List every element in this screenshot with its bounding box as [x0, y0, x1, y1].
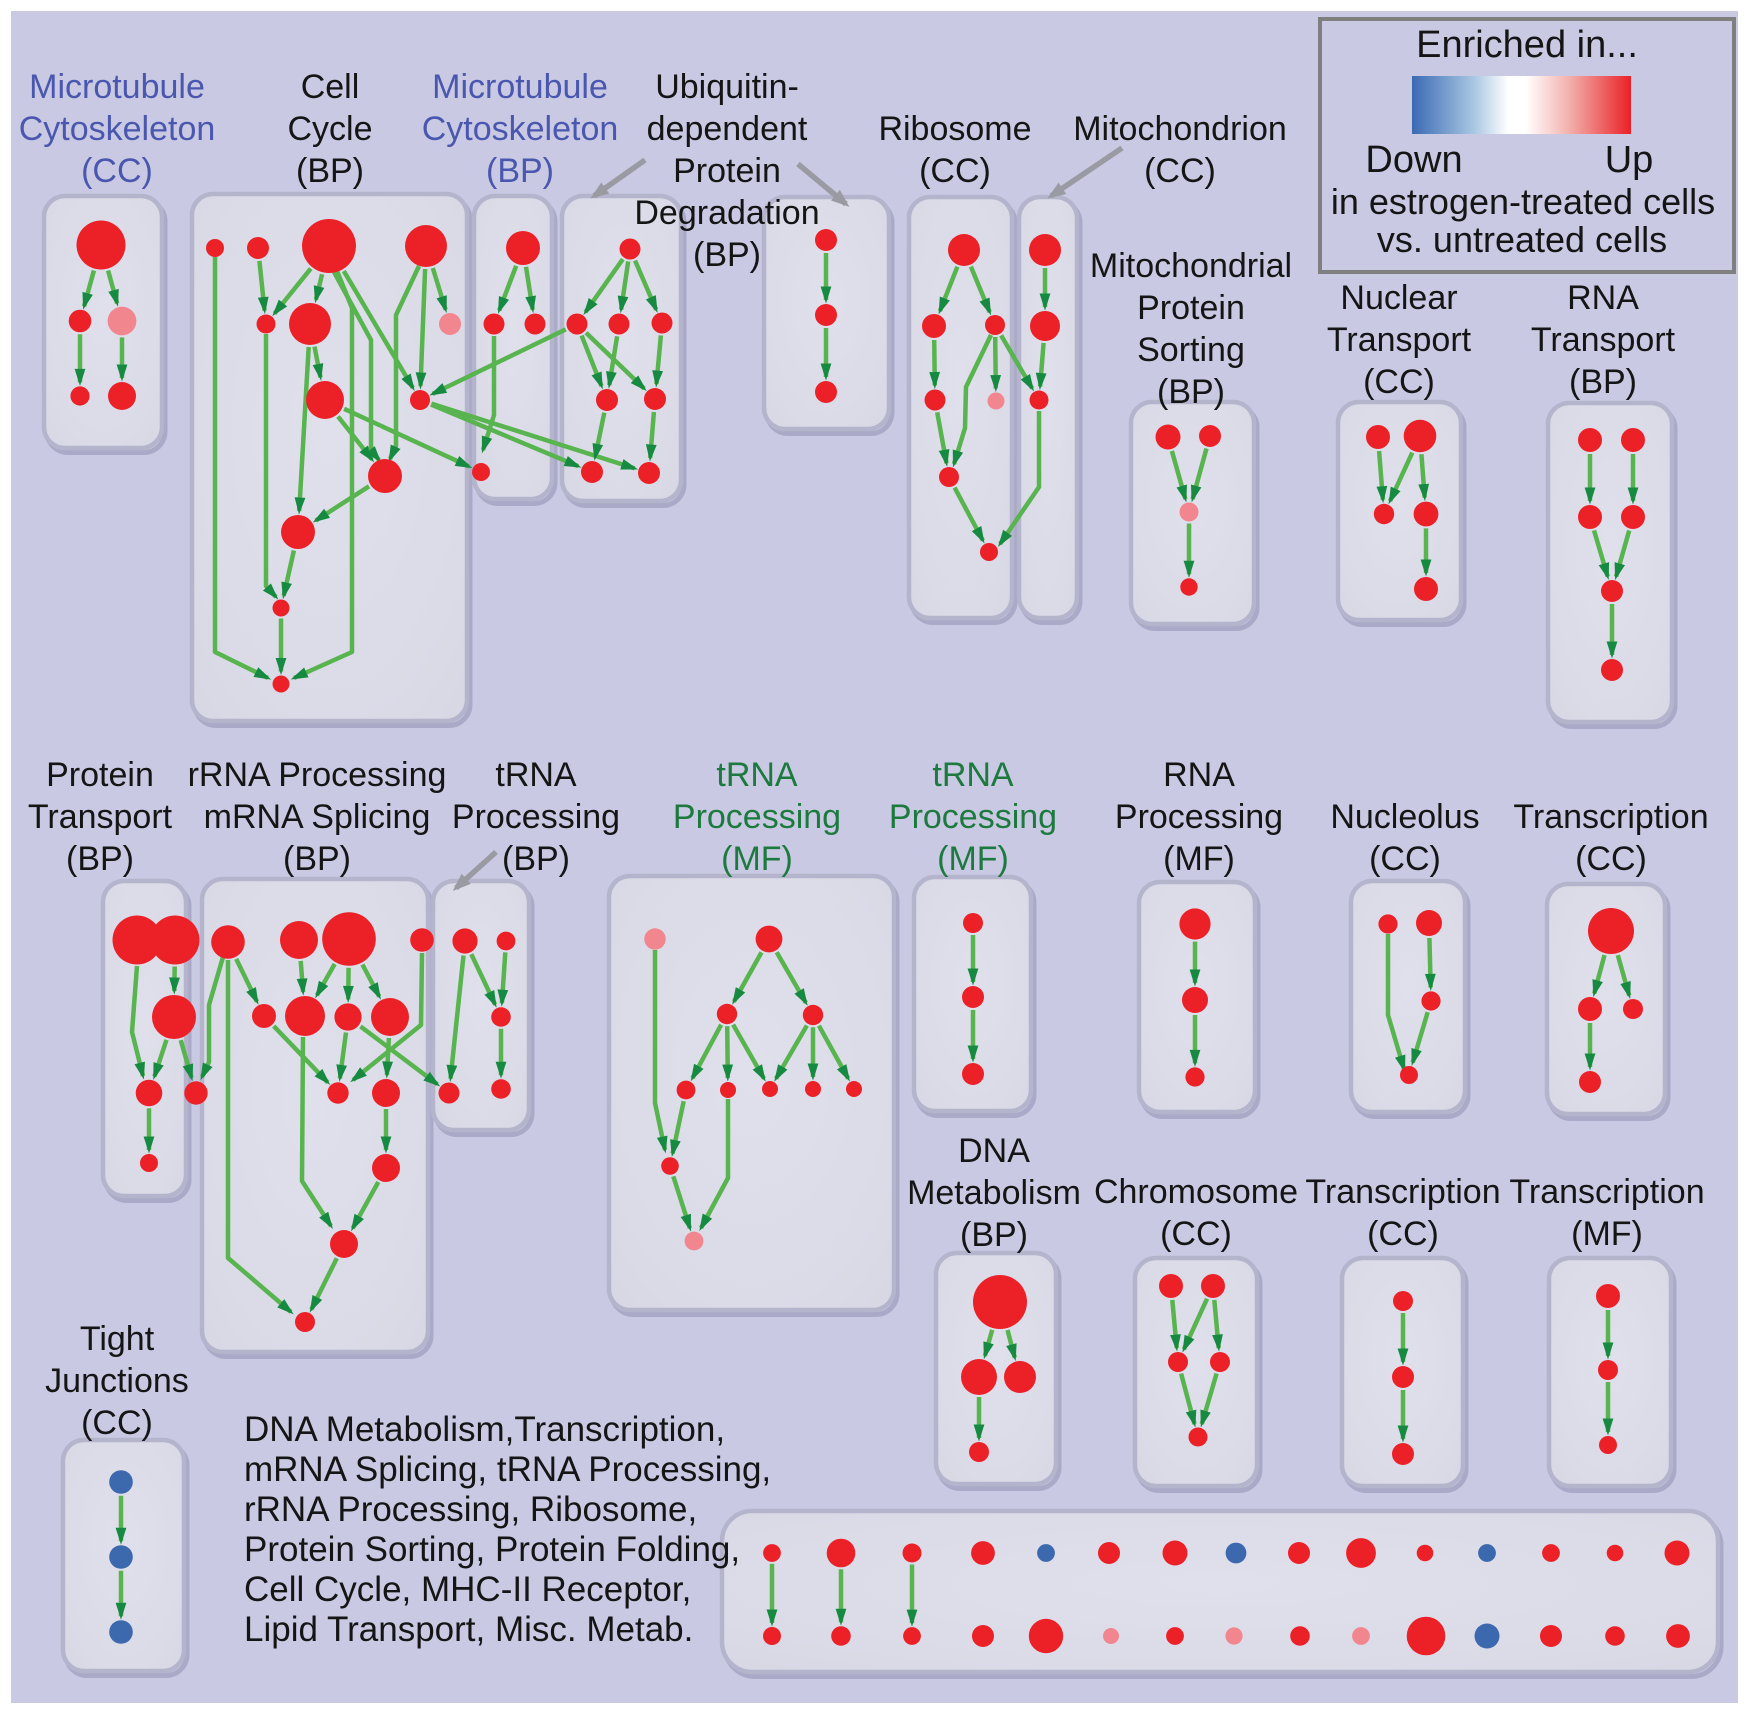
- svg-text:Nuclear: Nuclear: [1340, 279, 1457, 317]
- svg-text:vs. untreated cells: vs. untreated cells: [1377, 219, 1667, 260]
- svg-text:Protein: Protein: [673, 152, 781, 190]
- svg-text:Processing: Processing: [452, 798, 620, 836]
- svg-text:(BP): (BP): [693, 236, 761, 274]
- svg-text:(CC): (CC): [1144, 152, 1216, 190]
- svg-text:Up: Up: [1605, 139, 1654, 181]
- svg-text:(BP): (BP): [960, 1216, 1028, 1254]
- svg-text:Metabolism: Metabolism: [907, 1174, 1081, 1212]
- svg-text:(BP): (BP): [1157, 373, 1225, 411]
- svg-text:(CC): (CC): [1575, 840, 1647, 878]
- svg-text:Processing: Processing: [889, 798, 1057, 836]
- svg-text:Sorting: Sorting: [1137, 331, 1245, 369]
- svg-text:Cytoskeleton: Cytoskeleton: [19, 110, 216, 148]
- svg-text:Cycle: Cycle: [287, 110, 372, 148]
- svg-text:Enriched in...: Enriched in...: [1416, 24, 1638, 66]
- svg-text:(MF): (MF): [1571, 1215, 1643, 1253]
- svg-text:(BP): (BP): [296, 152, 364, 190]
- svg-text:Down: Down: [1365, 139, 1462, 181]
- svg-text:(MF): (MF): [721, 840, 793, 878]
- svg-text:Transcription: Transcription: [1305, 1173, 1500, 1211]
- svg-text:RNA: RNA: [1567, 279, 1639, 317]
- svg-text:Mitochondrion: Mitochondrion: [1073, 110, 1287, 148]
- svg-text:Protein Sorting, Protein Foldi: Protein Sorting, Protein Folding,: [244, 1530, 740, 1569]
- svg-text:Cell: Cell: [301, 68, 360, 106]
- svg-text:dependent: dependent: [647, 110, 808, 148]
- svg-text:rRNA Processing, Ribosome,: rRNA Processing, Ribosome,: [244, 1490, 697, 1529]
- svg-text:(BP): (BP): [66, 840, 134, 878]
- svg-text:(BP): (BP): [283, 840, 351, 878]
- svg-text:rRNA Processing: rRNA Processing: [188, 756, 447, 794]
- svg-text:Transport: Transport: [1327, 321, 1472, 359]
- svg-text:(BP): (BP): [1569, 363, 1637, 401]
- svg-text:(CC): (CC): [1160, 1215, 1232, 1253]
- svg-text:(BP): (BP): [502, 840, 570, 878]
- svg-text:(CC): (CC): [1367, 1215, 1439, 1253]
- svg-text:Protein: Protein: [1137, 289, 1245, 327]
- svg-text:(MF): (MF): [1163, 840, 1235, 878]
- svg-text:(CC): (CC): [919, 152, 991, 190]
- svg-text:Processing: Processing: [673, 798, 841, 836]
- svg-text:Transport: Transport: [28, 798, 173, 836]
- svg-text:tRNA: tRNA: [932, 756, 1014, 794]
- svg-text:(CC): (CC): [1369, 840, 1441, 878]
- svg-text:in estrogen-treated cells: in estrogen-treated cells: [1331, 181, 1715, 222]
- svg-text:Microtubule: Microtubule: [432, 68, 608, 106]
- svg-text:(CC): (CC): [1363, 363, 1435, 401]
- svg-text:tRNA: tRNA: [495, 756, 577, 794]
- svg-text:Microtubule: Microtubule: [29, 68, 205, 106]
- svg-text:Lipid Transport, Misc. Metab.: Lipid Transport, Misc. Metab.: [244, 1610, 693, 1649]
- svg-text:Junctions: Junctions: [45, 1362, 189, 1400]
- svg-text:Cytoskeleton: Cytoskeleton: [422, 110, 619, 148]
- svg-text:Ubiquitin-: Ubiquitin-: [655, 68, 799, 106]
- svg-text:(MF): (MF): [937, 840, 1009, 878]
- svg-text:tRNA: tRNA: [716, 756, 798, 794]
- svg-text:Degradation: Degradation: [634, 194, 819, 232]
- svg-text:Transport: Transport: [1531, 321, 1676, 359]
- svg-text:Protein: Protein: [46, 756, 154, 794]
- svg-text:Processing: Processing: [1115, 798, 1283, 836]
- svg-text:Transcription: Transcription: [1509, 1173, 1704, 1211]
- svg-text:Ribosome: Ribosome: [878, 110, 1031, 148]
- svg-text:Chromosome: Chromosome: [1094, 1173, 1298, 1211]
- svg-text:mRNA Splicing: mRNA Splicing: [204, 798, 431, 836]
- svg-text:RNA: RNA: [1163, 756, 1235, 794]
- svg-text:Cell Cycle, MHC-II Receptor,: Cell Cycle, MHC-II Receptor,: [244, 1570, 691, 1609]
- svg-text:Nucleolus: Nucleolus: [1330, 798, 1479, 836]
- svg-text:DNA: DNA: [958, 1132, 1030, 1170]
- svg-text:(CC): (CC): [81, 152, 153, 190]
- svg-text:Transcription: Transcription: [1513, 798, 1708, 836]
- svg-text:mRNA Splicing, tRNA Processing: mRNA Splicing, tRNA Processing,: [244, 1450, 771, 1489]
- svg-text:Mitochondrial: Mitochondrial: [1090, 247, 1292, 285]
- svg-text:(BP): (BP): [486, 152, 554, 190]
- svg-text:Tight: Tight: [80, 1320, 155, 1358]
- svg-text:DNA Metabolism,Transcription,: DNA Metabolism,Transcription,: [244, 1410, 725, 1449]
- svg-text:(CC): (CC): [81, 1404, 153, 1442]
